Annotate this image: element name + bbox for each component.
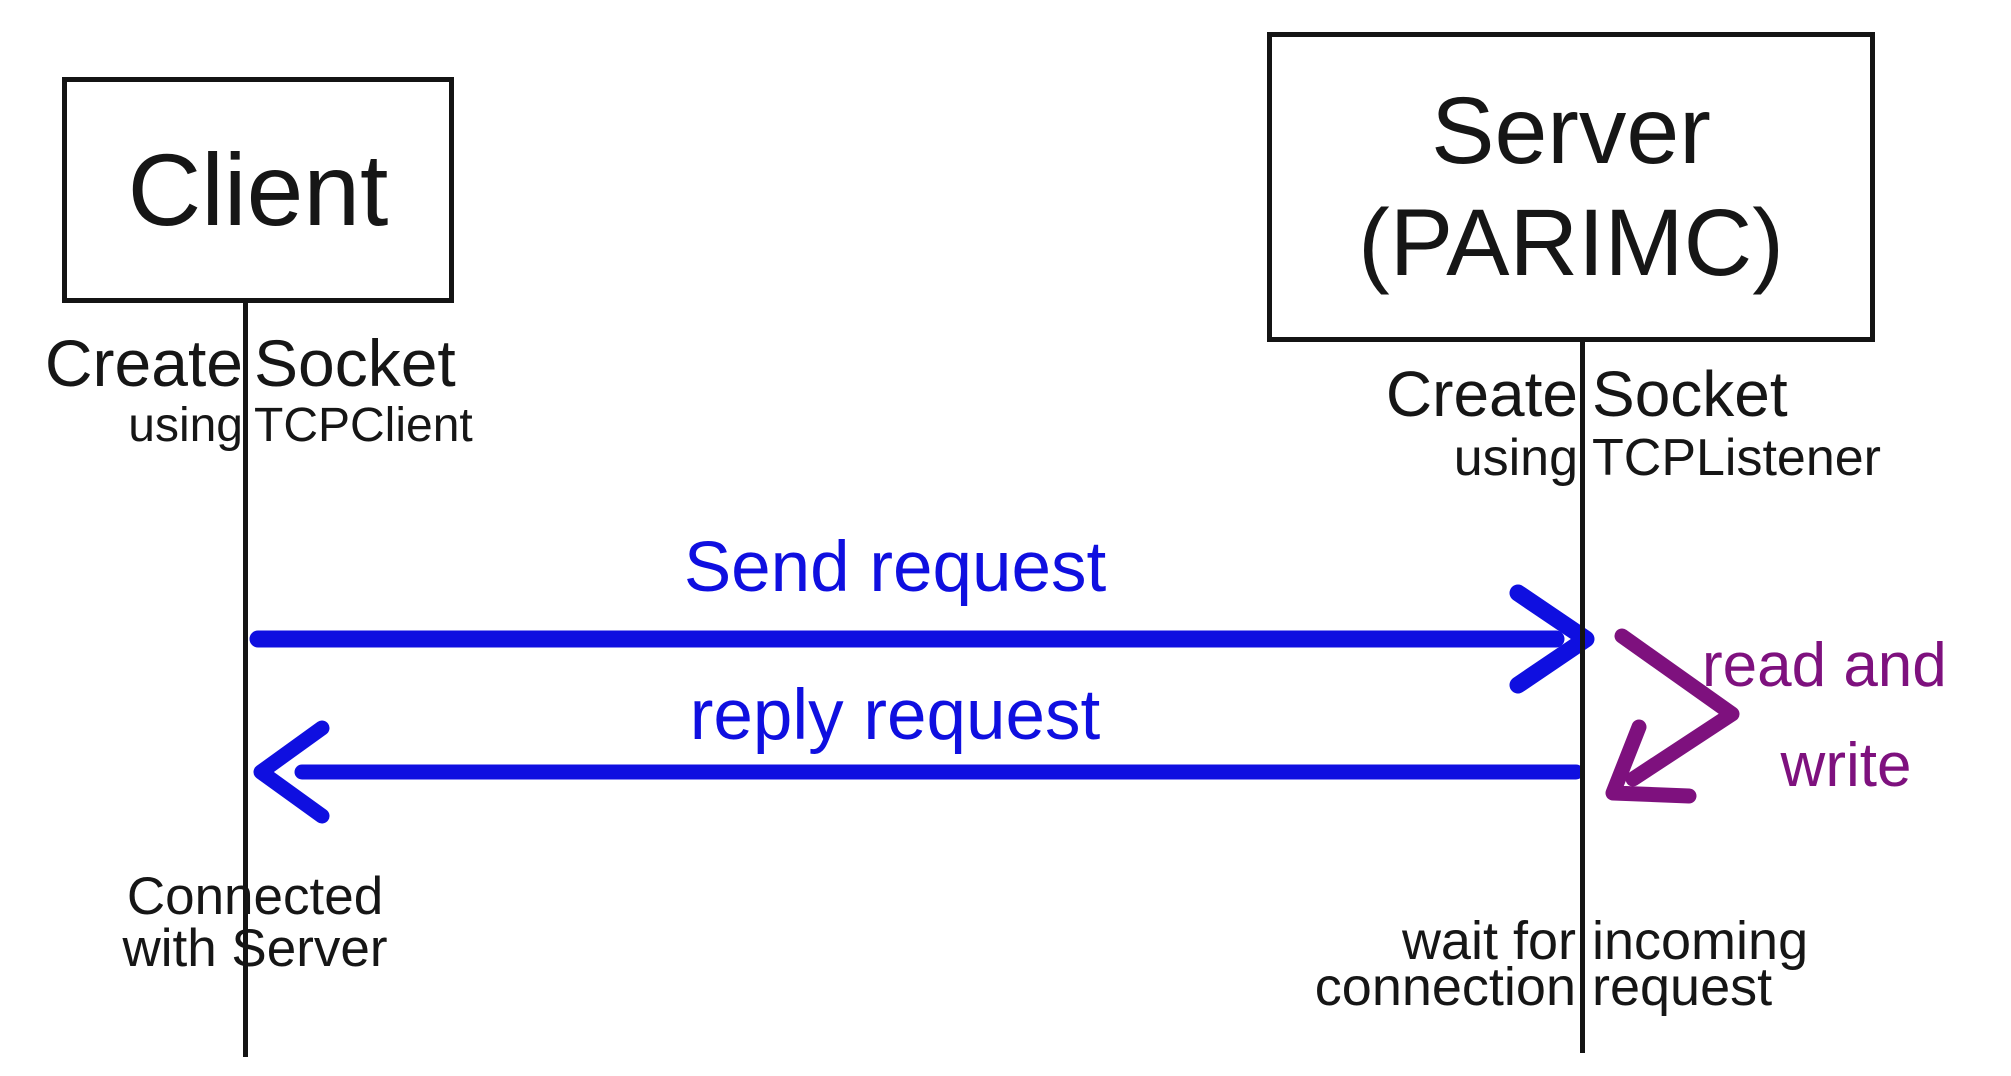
- client-status-line1: Connected: [126, 867, 384, 926]
- server-status-line1-left: wait for: [1401, 911, 1576, 971]
- server-create-socket-label-left: Create: [1385, 358, 1578, 430]
- read-write-arrow: [1605, 628, 1740, 804]
- server-using-label-left: using: [1453, 429, 1578, 487]
- read-write-arrow-chevron: [1614, 628, 1740, 787]
- read-write-note-line2: write: [1780, 731, 1912, 800]
- client-using-label-right: TCPClient: [254, 399, 473, 452]
- server-box: Server (PARIMC): [1267, 32, 1875, 342]
- server-status-line1-right: incoming: [1592, 911, 1809, 971]
- client-using-label-left: using: [128, 399, 243, 452]
- client-lifeline: [243, 302, 248, 1057]
- client-create-socket-label-right: Socket: [254, 326, 456, 400]
- send-request-arrow: [249, 584, 1595, 694]
- send-request-label: Send request: [683, 528, 1107, 607]
- server-box-title: Server (PARIMC): [1358, 75, 1784, 299]
- client-create-socket-label-left: Create: [44, 326, 243, 400]
- server-status-line2-right: request: [1592, 957, 1773, 1017]
- read-write-note-line1: read and: [1702, 631, 1947, 700]
- server-lifeline: [1580, 337, 1585, 1053]
- server-box-title-line1: Server: [1431, 77, 1711, 184]
- server-box-title-line2: (PARIMC): [1358, 190, 1784, 296]
- reply-request-label: reply request: [689, 676, 1101, 755]
- send-request-arrowhead-icon: [1509, 584, 1595, 694]
- server-status-line2-left: connection: [1314, 957, 1576, 1017]
- server-create-socket-label-right: Socket: [1592, 358, 1788, 430]
- client-status-line2: with Server: [122, 919, 388, 978]
- reply-request-arrow: [253, 720, 1584, 824]
- reply-request-arrowhead-icon: [253, 720, 330, 824]
- client-box-title: Client: [127, 132, 389, 247]
- server-using-label-right: TCPListener: [1592, 429, 1881, 487]
- client-box: Client: [62, 77, 454, 303]
- read-write-arrowhead-icon: [1605, 719, 1697, 804]
